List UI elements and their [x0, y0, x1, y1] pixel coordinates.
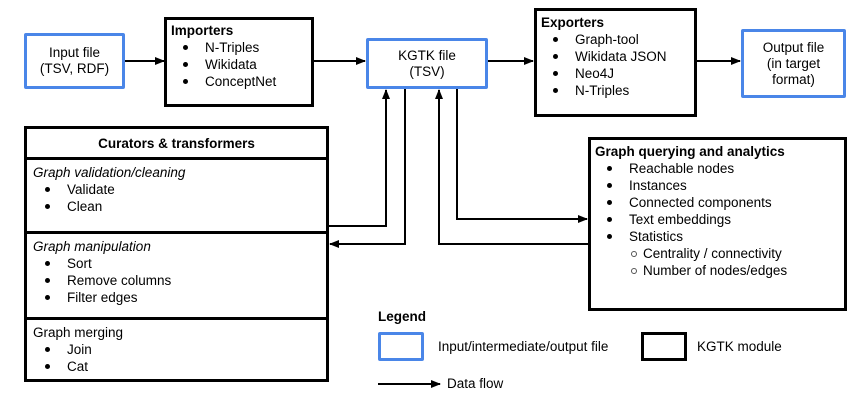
importers-title: Importers	[171, 23, 234, 38]
output-file-label: Output file (in target format)	[762, 39, 825, 87]
importers-item: ConceptNet	[171, 73, 307, 90]
curators-section-manipulation: Graph manipulation Sort Remove columns F…	[27, 234, 326, 320]
legend-title: Legend	[378, 309, 427, 324]
legend-file-swatch	[378, 332, 424, 361]
arrow-kgtk-to-querying	[456, 89, 588, 223]
querying-item: Statistics	[595, 228, 840, 245]
legend-file-label: Input/intermediate/output file	[438, 339, 609, 354]
exporters-item: Neo4J	[541, 65, 690, 82]
querying-title: Graph querying and analytics	[595, 144, 785, 159]
arrow-curators-to-kgtk	[328, 89, 390, 227]
section-heading: Graph merging	[33, 325, 124, 340]
curators-title: Curators & transformers	[27, 129, 326, 160]
querying-sub-item: Centrality / connectivity	[595, 245, 840, 262]
importers-item: Wikidata	[171, 56, 307, 73]
legend-flow-label: Data flow	[447, 376, 504, 391]
importers-module: Importers N-Triples Wikidata ConceptNet	[164, 17, 314, 107]
exporters-module: Exporters Graph-tool Wikidata JSON Neo4J…	[534, 8, 697, 117]
legend-module-swatch	[641, 332, 687, 361]
querying-item: Instances	[595, 177, 840, 194]
section-item: Validate	[33, 181, 320, 198]
section-item: Cat	[33, 358, 320, 375]
arrow-kgtk-to-curators	[329, 89, 406, 248]
input-file-label: Input file (TSV, RDF)	[39, 45, 110, 76]
exporters-item: N-Triples	[541, 82, 690, 99]
section-item: Clean	[33, 198, 320, 215]
curators-section-validation: Graph validation/cleaning Validate Clean	[27, 160, 326, 234]
arrow-querying-to-kgtk	[435, 89, 588, 245]
section-item: Sort	[33, 255, 320, 272]
section-heading: Graph validation/cleaning	[33, 165, 186, 180]
section-item: Join	[33, 341, 320, 358]
querying-module: Graph querying and analytics Reachable n…	[588, 137, 847, 311]
section-heading: Graph manipulation	[33, 239, 151, 254]
querying-item: Connected components	[595, 194, 840, 211]
curators-module: Curators & transformers Graph validation…	[24, 126, 329, 382]
curators-section-merging: Graph merging Join Cat	[27, 320, 326, 382]
exporters-item: Wikidata JSON	[541, 48, 690, 65]
section-item: Remove columns	[33, 272, 320, 289]
exporters-item: Graph-tool	[541, 31, 690, 48]
querying-item: Reachable nodes	[595, 160, 840, 177]
kgtk-file-label: KGTK file (TSV)	[398, 47, 456, 79]
exporters-title: Exporters	[541, 15, 605, 30]
querying-sub-item: Number of nodes/edges	[595, 262, 840, 279]
importers-item: N-Triples	[171, 39, 307, 56]
legend-module-label: KGTK module	[697, 339, 782, 354]
querying-item: Text embeddings	[595, 211, 840, 228]
output-file-node: Output file (in target format)	[741, 29, 846, 98]
input-file-node: Input file (TSV, RDF)	[24, 33, 125, 89]
section-item: Filter edges	[33, 289, 320, 306]
kgtk-file-node: KGTK file (TSV)	[366, 38, 488, 89]
